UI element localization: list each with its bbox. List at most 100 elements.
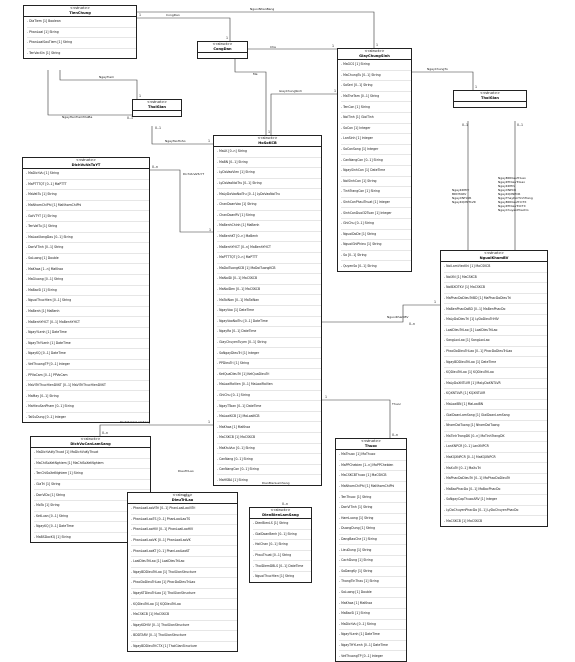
class-attribute: - NgayRa [0..1] DateTime [217, 327, 321, 338]
class-attribute: - MaBenhChinh [1] MaBenh [217, 221, 321, 232]
class-attribute: - KetLuan [0..1] String [34, 512, 150, 523]
connector-role-label: NgayKDHIV [498, 184, 516, 188]
multiplicity-label: 1 [208, 420, 211, 424]
connector-label: GiayChungSinh [279, 89, 303, 93]
class-stereotype: <<struct>> [270, 508, 291, 512]
class-attribute: - NgaySinhCon [1] DateTime [341, 166, 411, 177]
class-attribute: - PPDieuTri [1] String [217, 359, 321, 370]
class-attribute: - MaLoaiRaVien [0..1] MaLoaiRaVien [217, 380, 321, 391]
class-attribute: - NgayKQ [0..1] DateTime [26, 349, 149, 360]
class-attribute: - NoiLamViecKhi [1] MaCSKCB [444, 262, 547, 273]
connector-role-label: NgayXNTLVR [452, 196, 472, 200]
class-header: <<struct>>TienChung [24, 6, 136, 17]
class-attribute: - MaXuTri [0..1] MaXuTri [444, 463, 547, 474]
line-ngaytiem [59, 70, 138, 99]
class-attribute: - NgayKQ [0..1] DateTime [34, 522, 150, 533]
class-attribute-list: - DienBienLS [1] String- GiaiDoanBenh [0… [250, 519, 311, 582]
class-attribute: - CanNangCon [0..1] String [341, 155, 411, 166]
class-attribute: - NgayYLenh [1] DateTime [26, 328, 149, 339]
class-attribute: - DuongDung [1] String [339, 524, 406, 535]
class-attribute: - MaDichVu [0..1] String [339, 620, 406, 631]
line-congdan [137, 17, 231, 41]
class-attribute: - MaViTriThucHienDVKT [0..1] MaViTriThuc… [26, 381, 149, 392]
class-attribute: - MaBacSi [1] String [26, 286, 149, 297]
class-attribute: - NguoiGhiPhieu [1] String [341, 240, 411, 251]
class-attribute: - TaiSuDung [0..1] Integer [26, 414, 66, 419]
class-stereotype: <<struct>> [76, 158, 96, 162]
connector-role-label: NgayKTDieuTriCTX [498, 204, 526, 208]
class-box-thuoc: <<struct>>Thuoc- MaThuoc [1] MaThuoc- Ma… [335, 438, 407, 662]
class-name: NguoiKhamBV [479, 255, 509, 260]
class-attribute: - MaDoiTuongKCB [1] MaDoiTuongKCB [217, 264, 321, 275]
class-attribute-list: - MaThuoc [1] MaThuoc- MaPPChebien [1..n… [336, 450, 406, 661]
class-attribute: - MaNhomChiPhi [1] MaNhomChiPhi [339, 482, 406, 493]
class-attribute: - VetThuongTP [0..1] Integer [26, 360, 149, 371]
class-box-thoigian-right: <<struct>>ThoiGian [453, 90, 527, 108]
class-attribute: - NgayBDDieuTriLao [1] DateTime [444, 357, 547, 368]
multiplicity-label: 1 [139, 94, 142, 98]
multiplicity-label: 0..n [392, 433, 399, 437]
class-attribute: - MaMay [0..1] String [26, 391, 149, 403]
class-attribute: - NoiBXDTKV [1] MaCSKCB [444, 283, 547, 294]
class-name: ThoiGian [148, 104, 166, 109]
class-attribute: - MaLyDoXNTLVR [1] MaLyDoXNTLVR [444, 379, 547, 390]
class-name: GiayChungSinh [359, 53, 390, 58]
connector-label: DichVuCanLamSang [120, 420, 151, 424]
class-attribute-list: - DiaTiem [1] Boolean- PhanLoai [1] Stri… [24, 17, 136, 58]
class-stereotype: <<struct>> [172, 493, 193, 497]
class-attribute: - MaLyDoVaoNoiTru [0..1] LyDoVaoNoiTru [217, 189, 321, 200]
class-header: <<struct>>ThoiGian [454, 91, 526, 102]
class-attribute: - SoCon [1] Integer [341, 124, 411, 135]
class-attribute: - PhanLoaiSauTiem [1] String [27, 38, 136, 49]
class-attribute: - SoNgayCapThuocARV [1] Integer [444, 495, 547, 506]
connector-role-label: NgayBDDieuTriCTX [498, 200, 527, 204]
class-attribute: - GiaiDoanLamSang [1] GiaiDoanLamSang [444, 410, 547, 421]
class-attribute: - SinhConPhauThuat [1] Integer [341, 198, 411, 209]
class-attribute: - PhacDoDieuTriLao [1] PhacDoDieuTriLao [131, 578, 237, 589]
multiplicity-label: 1 [434, 300, 437, 304]
connector-label: DichVuVaTuYT [183, 172, 205, 176]
class-attribute: - MaThuoc [1] MaThuoc [339, 450, 406, 461]
class-attribute: - MaNoiDi [0..1] MaCSKCB [217, 274, 321, 285]
connector-label: Cha [270, 45, 276, 49]
multiplicity-label: 1 [209, 228, 212, 232]
multiplicity-label: 0..n [102, 431, 109, 435]
class-attribute: - NgayTHYLenh [0..1] DateTime [339, 641, 406, 652]
class-attribute-list: - PhanLoaiLaoViTri [0..1] PhanLoaiLaoViT… [128, 504, 237, 651]
class-box-congdan: <<struct>>CongDan [197, 41, 248, 59]
class-attribute: - NgayYLenh [1] DateTime [339, 630, 406, 641]
class-attribute: - MaBenPhacDoBD [0..1] MaBenPhacDo [444, 304, 547, 315]
class-attribute: - SoNgayDieuTri [1] Integer [217, 348, 321, 359]
connector-role-label: NgayXNPCR [498, 188, 517, 192]
class-attribute: - PhanLoaiLaoTS [0..1] PhanLoaiLaoTS [131, 515, 237, 526]
class-attribute: - MaLyDoDieuTri [1] LyDoDieuTriHIV [444, 315, 547, 326]
connector-label: DienBienLamSang [262, 481, 290, 485]
class-attribute: - MaNoiDen [0..1] MaCSKCB [217, 285, 321, 296]
class-attribute: - PhauThuat [0..1] String [253, 551, 311, 562]
line-ngayhentiem [47, 70, 132, 116]
class-attribute: - MaDichVuKyThuat [1] MaDichVuKyThuat [34, 448, 150, 459]
class-attribute: - MaVatTu [1] String [26, 190, 149, 201]
class-attribute: - MaKhoa [1] MaKhoa [339, 598, 406, 609]
class-attribute: - MaGiuong [0..1] String [26, 275, 149, 286]
multiplicity-label: 1 [334, 89, 337, 93]
class-attribute: - LanSinh [1] Integer [341, 134, 411, 145]
connector-label: CongDan [166, 13, 180, 17]
class-header: <<struct>>DienBienLamSang [250, 508, 311, 519]
class-attribute: - SinhConDuoi32Tuan [1] Integer [341, 208, 411, 219]
class-attribute: - NgayThYLenh [1] DateTime [26, 339, 149, 350]
connector-role-label: NgayKQXNPCR [498, 192, 521, 196]
class-attribute: - KQXNTLVR [1] KQXNTLVR [444, 389, 547, 400]
class-attribute: - TenChiSoXetNghiem [1] String [34, 469, 150, 480]
class-attribute-list: - MaDichVuKyThuat [1] MaDichVuKyThuat- M… [31, 448, 150, 542]
line-nguoinhanbang [137, 11, 375, 48]
class-box-dienbien: <<struct>>DienBienLamSang- DienBienLS [1… [249, 507, 312, 583]
class-box-dieutri: <<struct>>DieuTriLao- PhanLoaiLaoViTri [… [127, 492, 238, 653]
class-header: <<struct>>CongDan [198, 42, 247, 53]
class-attribute: - MaLoaiXangDau [0..1] String [26, 233, 149, 244]
multiplicity-label: 1 [268, 130, 271, 134]
class-attribute: - PPVoCam [0..1] PPVoCam [26, 370, 149, 381]
class-box-giaychung: <<struct>>GiayChungSinh- MaGCS [1] Strin… [337, 48, 412, 272]
multiplicity-label: 1 [226, 36, 229, 40]
class-header: <<struct>>DichVuCanLamSang [31, 437, 150, 448]
